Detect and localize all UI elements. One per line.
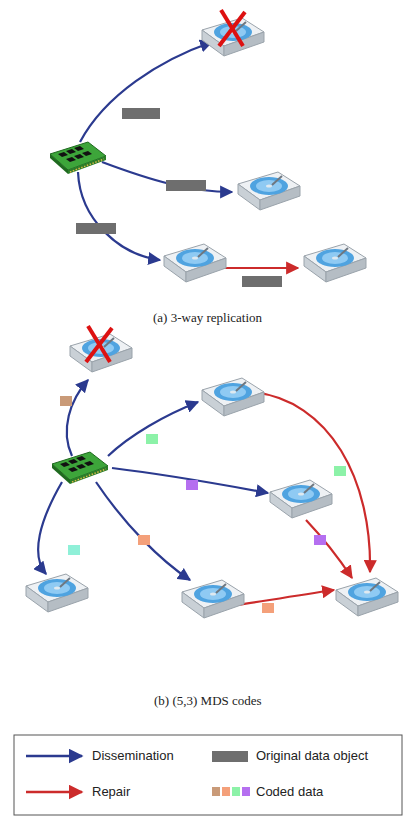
legend-line: [26, 755, 82, 758]
subfigure-caption: (a) 3-way replication: [153, 310, 262, 326]
legend-text: Dissemination: [92, 748, 174, 763]
legend-text: Original data object: [256, 748, 368, 763]
legend-swatch: [212, 751, 248, 762]
legend-line: [26, 791, 82, 794]
legend-text: Coded data: [256, 784, 323, 799]
legend-text: Repair: [92, 784, 130, 799]
subfigure-caption: (b) (5,3) MDS codes: [154, 693, 262, 709]
legend-swatch: [212, 787, 250, 796]
